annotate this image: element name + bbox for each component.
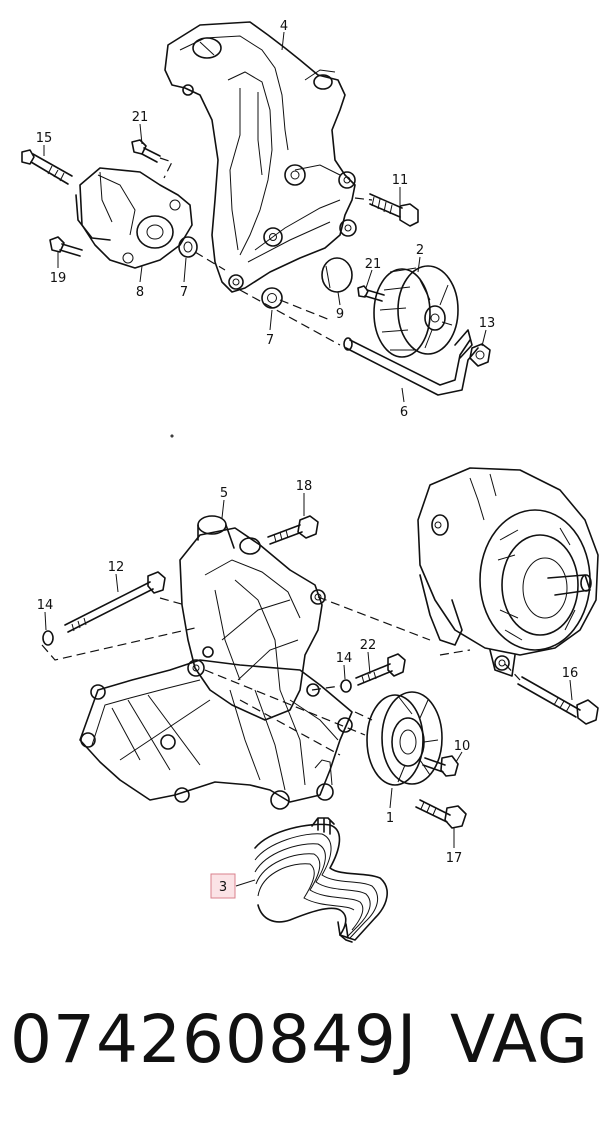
callout-16: 16	[562, 666, 579, 681]
bolt-drawing	[64, 571, 166, 633]
tensioner-drawing	[75, 167, 193, 269]
callout-12: 12	[108, 560, 125, 575]
callout-leaders	[43, 31, 573, 887]
bolt-drawing	[267, 515, 319, 545]
callout-14-right: 14	[336, 651, 353, 666]
upper-bracket-drawing	[164, 21, 357, 293]
callout-8: 8	[136, 285, 144, 300]
callout-11: 11	[392, 173, 409, 188]
screw-drawing	[131, 139, 173, 179]
cap-drawing	[321, 257, 353, 293]
lower-bracket-drawing	[179, 515, 326, 721]
callout-9: 9	[336, 307, 344, 322]
bolt-drawing	[517, 676, 599, 725]
carrier-drawing	[79, 659, 353, 810]
rod-drawing	[343, 329, 479, 396]
screw-drawing	[357, 285, 385, 302]
idler-pulley-drawing	[366, 691, 443, 786]
washer-drawing	[178, 236, 198, 258]
callout-1: 1	[386, 811, 394, 826]
callout-17: 17	[446, 851, 463, 866]
callout-7-right: 7	[266, 333, 274, 348]
callout-7-left: 7	[180, 285, 188, 300]
washer-drawing	[340, 679, 352, 693]
callout-21-top: 21	[132, 110, 149, 125]
bolt-drawing	[422, 755, 459, 777]
brand-name: VAG	[450, 1001, 590, 1078]
callout-15: 15	[36, 131, 53, 146]
bolt-drawing	[369, 193, 419, 227]
bolt-drawing	[355, 653, 406, 686]
callout-22: 22	[360, 638, 377, 653]
callout-6: 6	[400, 405, 408, 420]
callout-3: 3	[219, 880, 227, 895]
exploded-parts-diagram: 4 15 21 11 2 21 13 19 8 7 9 7 6 5 18 12 …	[21, 19, 599, 943]
callout-18: 18	[296, 479, 313, 494]
callout-21-right: 21	[365, 257, 382, 272]
callout-5: 5	[220, 486, 228, 501]
washer-drawing	[261, 287, 283, 309]
callout-19: 19	[50, 271, 67, 286]
highlighted-part-box[interactable]	[210, 873, 236, 899]
washer-drawing	[42, 630, 54, 646]
callout-2: 2	[416, 243, 424, 258]
bolt-drawing	[21, 149, 73, 185]
callout-14-left: 14	[37, 598, 54, 613]
callout-4: 4	[280, 19, 288, 34]
pulley-drawing	[373, 265, 459, 358]
callout-13: 13	[479, 316, 496, 331]
belt-drawing	[254, 817, 388, 943]
alternator-drawing	[417, 467, 599, 677]
callout-10: 10	[454, 739, 471, 754]
bolt-drawing	[415, 799, 467, 829]
part-number: 074260849J	[10, 1001, 418, 1078]
screw-drawing	[49, 236, 83, 257]
